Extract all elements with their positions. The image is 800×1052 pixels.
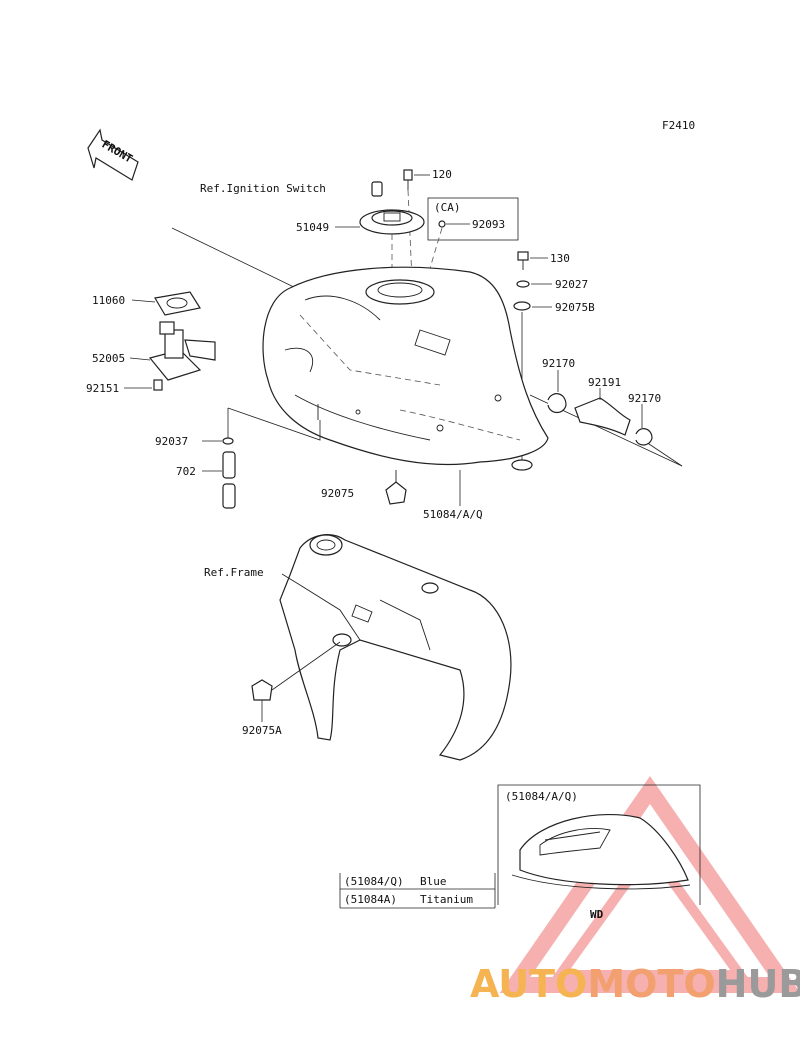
callout-92093: 92093	[472, 218, 505, 231]
callout-702: 702	[176, 465, 196, 478]
callout-130: 130	[550, 252, 570, 265]
callout-ref-ignition: Ref.Ignition Switch	[200, 182, 326, 195]
callout-92075: 92075	[321, 487, 354, 500]
fuel-pump-52005	[129, 321, 216, 381]
callout-120: 120	[432, 168, 452, 181]
watermark-triangle-outer	[499, 775, 800, 993]
inset-box	[497, 784, 701, 905]
damper-92075	[385, 470, 407, 505]
callout-52005: 52005	[92, 352, 125, 365]
clamp-92170-left	[547, 370, 567, 414]
watermark-triangle-inner	[550, 841, 750, 980]
watermark-text: AUTOMOTOHUB	[470, 962, 800, 1006]
fuel-tank	[262, 266, 549, 471]
color-row-name-2: Titanium	[420, 893, 473, 906]
callout-92075b: 92075B	[555, 301, 595, 314]
guide-line	[171, 227, 301, 291]
inset-title: (51084/A/Q)	[505, 790, 578, 803]
ignition-cylinder	[371, 181, 383, 197]
callout-92151: 92151	[86, 382, 119, 395]
watermark-logo	[499, 775, 800, 993]
callout-ref-frame: Ref.Frame	[204, 566, 264, 579]
frame	[279, 534, 512, 761]
clamp-92170-right	[635, 404, 653, 446]
guide-line	[642, 439, 683, 467]
callout-92170-right: 92170	[628, 392, 661, 405]
ca-box	[424, 197, 519, 286]
callout-92037: 92037	[155, 435, 188, 448]
bolt-120	[403, 169, 430, 281]
figure-code: F2410	[662, 119, 695, 132]
callout-51084: 51084/A/Q	[423, 508, 483, 521]
watermark-hub: HUB	[716, 962, 800, 1006]
guide-line-92037	[227, 407, 321, 441]
washer-92027	[516, 280, 552, 288]
hose-92191	[574, 388, 631, 436]
color-table	[339, 873, 496, 909]
callout-51049: 51049	[296, 221, 329, 234]
watermark-auto: AUTO	[470, 962, 587, 1006]
hose-702	[202, 451, 236, 509]
callout-11060: 11060	[92, 294, 125, 307]
bolt-92151	[124, 379, 163, 391]
clip-92037	[202, 437, 234, 445]
callout-92075a: 92075A	[242, 724, 282, 737]
fuel-cap-51049	[335, 209, 425, 282]
color-row-name-1: Blue	[420, 875, 447, 888]
color-row-code-2: (51084A)	[344, 893, 397, 906]
callout-92191: 92191	[588, 376, 621, 389]
inset-wd-mark: WD	[590, 908, 604, 921]
front-arrow: FRONT	[87, 128, 139, 181]
watermark-moto: MOTO	[587, 962, 715, 1006]
callout-ca: (CA)	[434, 201, 461, 214]
damper-92075a	[251, 641, 341, 722]
callout-92170-left: 92170	[542, 357, 575, 370]
gasket-11060	[131, 291, 201, 316]
bolt-130	[517, 251, 548, 270]
color-row-code-1: (51084/Q)	[344, 875, 404, 888]
callout-92027: 92027	[555, 278, 588, 291]
